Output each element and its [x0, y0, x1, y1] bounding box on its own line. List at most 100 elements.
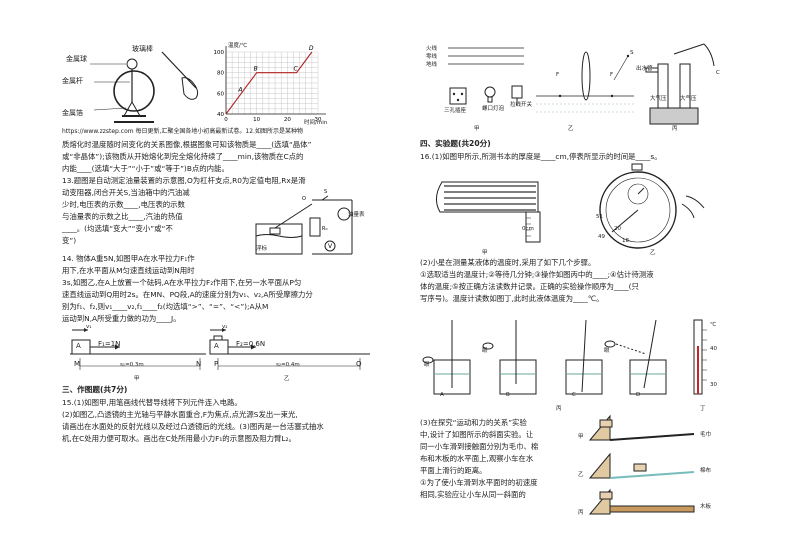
q15-line1: 15.(1)如图甲,用笔画线代替导线将下列元件连入电路。: [62, 398, 242, 407]
slope-yi: 乙: [578, 472, 584, 478]
motion-p: P: [214, 360, 219, 368]
thermo-unit: ℃: [710, 322, 717, 328]
stopwatch-yi: 乙: [650, 250, 656, 256]
q13-line4: 与油量表的示数之比____,汽油的热值: [62, 212, 183, 221]
oil-gauge-circuit: V S O R₀: [255, 189, 353, 255]
eye-label-b: 眼: [482, 348, 488, 354]
book-jia: 甲: [482, 250, 488, 256]
beaker-label-a: A: [440, 392, 444, 398]
y-tick-label: 40: [217, 112, 224, 118]
q15-line4: 机,在C处用力便可取水。画出在C处所用最小力F₁的示意图及阻力臂L₂。: [62, 434, 296, 443]
curve-point-c: C: [294, 66, 299, 73]
q16-1: 16.(1)如图甲所示,所测书本的厚度是____cm,停表所显示的时间是____…: [420, 152, 662, 161]
y-tick-label: 60: [217, 91, 224, 97]
q16-3a: (3)在探究“运动和力的关系”实验: [420, 418, 527, 427]
q14-line4: 速直线运动到Q用时2s。在MN、PQ段,A的速度分别为v₁、v₂,A所受摩擦力分: [62, 290, 313, 299]
surface-towel: 毛巾: [700, 432, 712, 438]
q13-line3: 少时,电压表的示数____,电压表的示数: [62, 200, 185, 209]
q13-line1: 13.题图是自动测定油量装置的示意图,O为杠杆支点,R0为定值电阻,Rx是滑: [62, 176, 306, 185]
q16-3c: 同一小车滑到接触面分别为毛巾、棉: [420, 442, 539, 451]
q13-line2: 动变阻器,闭合开关S,当油箱中的汽油减: [62, 188, 190, 197]
motion-figure: [70, 328, 370, 370]
melting-curve: [225, 51, 313, 115]
q15-source-s: S: [630, 50, 634, 56]
motion-v2: v₂: [222, 324, 228, 330]
q16-3g: 相同,实验应让小车从同一斜面的: [420, 490, 526, 499]
q15-point-c: C: [716, 70, 720, 76]
stopwatch-icon: [599, 163, 705, 249]
motion-a-jia: A: [76, 342, 81, 350]
motion-q: Q: [356, 360, 362, 368]
q16-3b: 中,设计了如图所示的斜面实验。让: [420, 430, 534, 439]
label-oil-meter: 油量表: [348, 212, 365, 218]
label-metal-ball: 金属球: [66, 55, 87, 63]
q16-2c: 体的温度;⑤按正确方法读数并记录。正确的实验操作顺序为____(只: [420, 282, 639, 291]
x-tick-label: 0: [224, 117, 228, 123]
q15-spout: 出水管: [636, 66, 653, 72]
curve-point-b: B: [254, 66, 258, 73]
q15-ground-wire: 地线: [426, 62, 438, 68]
q15-jia: 甲: [474, 126, 480, 132]
y-tick-label: 100: [214, 50, 225, 56]
y-tick-label: 80: [217, 71, 224, 77]
q15-focus-f2: F: [610, 72, 614, 78]
curve-point-a: A: [237, 86, 242, 93]
surface-wood: 木板: [700, 504, 712, 510]
eye-label-a: 眼: [424, 362, 430, 368]
motion-v1: v₁: [86, 324, 92, 330]
svg-text:S: S: [324, 189, 327, 195]
q14-line1: 14. 物体A重5N,如图甲A在水平拉力F₁作: [62, 254, 195, 263]
q16-3e: 平面上滑行的距离。: [420, 466, 487, 475]
motion-f2: F₂=0.6N: [236, 340, 266, 348]
q16-3f: ①为了使小车滑到水平面时的初速度: [420, 478, 538, 487]
slope-jia: 甲: [578, 434, 584, 440]
stopwatch-dial-3: 49: [598, 234, 605, 240]
motion-f1: F₁=1N: [98, 340, 121, 348]
beaker-label-c: C: [572, 392, 576, 398]
x-tick-label: 30: [315, 117, 322, 123]
q15-zero-wire: 零线: [426, 54, 438, 60]
label-metal-pole: 金属杆: [62, 77, 83, 85]
q15-air-pressure-1: 大气压: [650, 96, 667, 102]
svg-text:O: O: [302, 196, 306, 202]
motion-jia: 甲: [134, 376, 140, 382]
temp-xlabel: 时间/min: [304, 120, 328, 126]
beaker-label-b: B: [506, 392, 510, 398]
q15-line3: 请画出在水面处的反射光线以及经过凸透镜后的光线。(3)图丙是一台活塞式抽水: [62, 422, 324, 431]
q15-fire-wire: 火线: [426, 46, 438, 52]
q12-line4: 内能____(选填“大于”“小于”或“等于”)B点的内能。: [62, 164, 229, 173]
stopwatch-dial-4: 18: [622, 238, 629, 244]
q15-bing: 丙: [672, 126, 678, 132]
motion-yi: 乙: [284, 376, 290, 382]
q15-switch: 拉线开关: [510, 102, 533, 108]
stopwatch-dial-2: 20: [614, 226, 621, 232]
q15-socket: 三孔插座: [444, 108, 467, 114]
beaker-label-d: D: [636, 392, 641, 398]
q15-yi: 乙: [568, 126, 574, 132]
label-float: 浮标: [256, 246, 268, 252]
thermo-bing: 丙: [556, 406, 562, 412]
thermo-30: 30: [710, 382, 717, 388]
book-ruler-unit: 0cm: [522, 226, 534, 232]
q14-line3: 3s,如图乙,在A上放置一个砝码,A在水平拉力F₂作用下,在另一水平面从P匀: [62, 278, 302, 287]
thermo-ding: 丁: [700, 406, 706, 412]
label-glass-rod: 玻璃棒: [132, 45, 153, 53]
q15-figures: [448, 43, 715, 125]
temp-ylabel: 温度/℃: [228, 43, 248, 49]
q12-line1: https://www.zzstep.com 每日更新,汇聚全国各地小初高最新试…: [62, 128, 303, 135]
motion-a-yi: A: [214, 342, 219, 350]
label-metal-foil: 金属箔: [62, 109, 83, 117]
slope-bing: 丙: [578, 510, 584, 516]
motion-s2: s₂=0.4m: [276, 362, 300, 368]
section-3-title: 三、作图题(共7分): [62, 385, 128, 394]
q16-2d: 写序号)。温度计读数如图丁,此时此液体温度为____℃。: [420, 294, 604, 303]
thermometer-beakers: [422, 319, 707, 395]
eye-label-d: 眼: [604, 348, 610, 354]
q16-3d: 布和木板的水平面上,观察小车在水: [420, 454, 534, 463]
motion-s1: s₁=0.3m: [120, 362, 144, 368]
section-4-title: 四、实验题(共20分): [420, 139, 491, 148]
slopes-figure: [588, 414, 695, 515]
q15-line2: (2)如图乙,凸透镜的主光轴与平静水面重合,F为焦点,点光源S发出一束光,: [62, 410, 298, 419]
q15-bulb: 螺口灯泡: [482, 106, 505, 112]
